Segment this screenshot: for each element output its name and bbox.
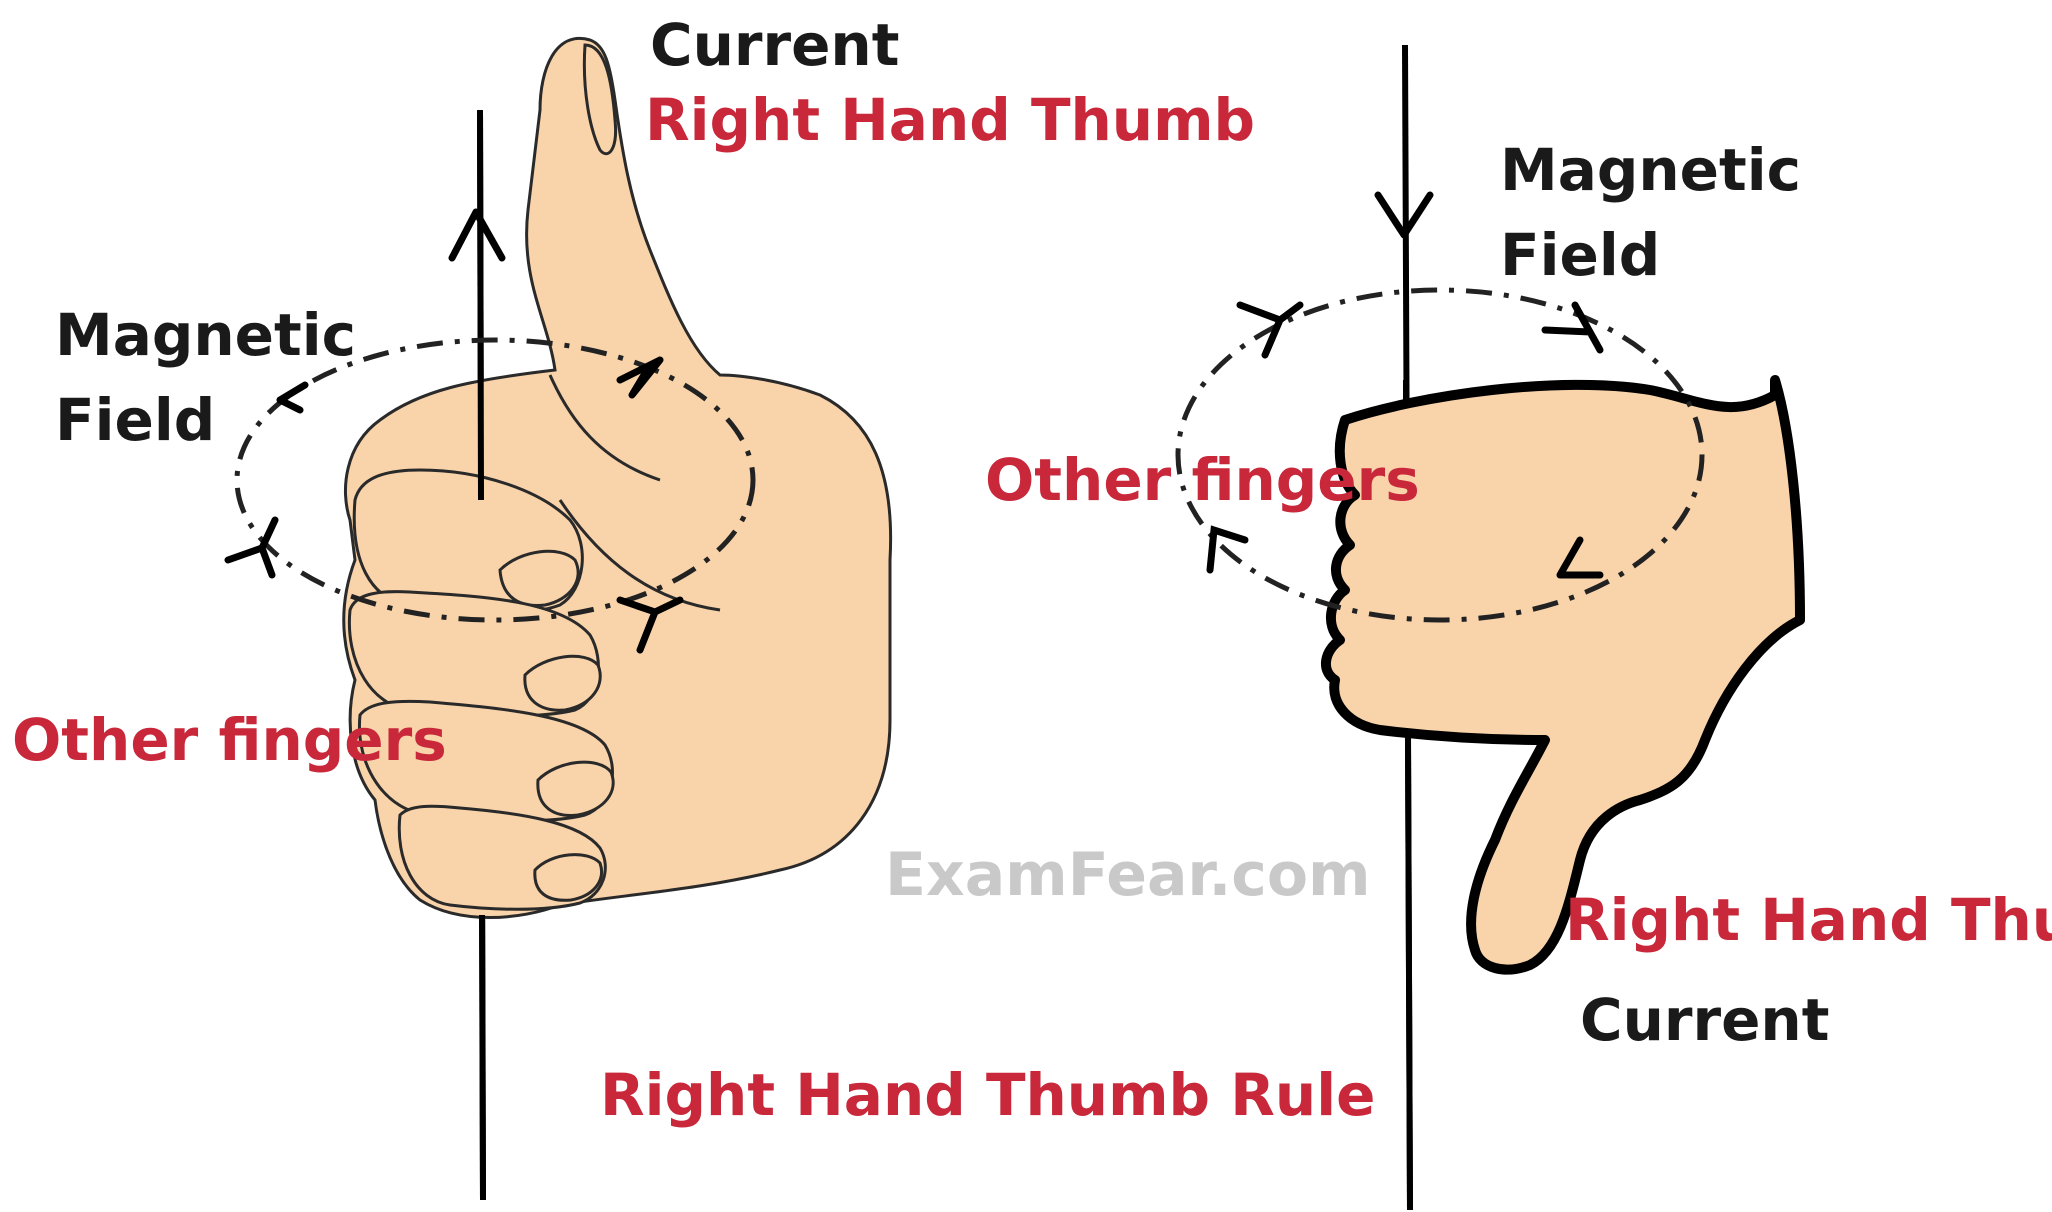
right-current-label: Current xyxy=(1580,986,1829,1054)
right-figure: Magnetic Field Other fingers Right Hand … xyxy=(985,45,2052,1210)
left-hand xyxy=(344,38,891,917)
left-fingernail-1 xyxy=(500,551,578,605)
right-field-label-line1: Magnetic xyxy=(1500,136,1801,204)
left-thumb-label: Right Hand Thumb xyxy=(645,86,1255,154)
left-fingers-label: Other fingers xyxy=(12,706,447,774)
left-wire-bottom xyxy=(482,915,483,1200)
right-field-label-line2: Field xyxy=(1500,221,1660,289)
left-field-label-line1: Magnetic xyxy=(55,301,356,369)
left-current-arrow xyxy=(452,212,502,258)
right-fingers-label: Other fingers xyxy=(985,446,1420,514)
left-field-label-line2: Field xyxy=(55,386,215,454)
diagram-title: Right Hand Thumb Rule xyxy=(600,1061,1375,1129)
right-wire-bottom xyxy=(1408,735,1410,1210)
right-thumb-label: Right Hand Thumb xyxy=(1565,886,2052,954)
left-wire-front xyxy=(480,110,481,500)
left-field-arrow-1 xyxy=(280,385,305,410)
watermark: ExamFear.com xyxy=(885,840,1371,910)
left-current-label: Current xyxy=(650,11,899,79)
left-figure: Current Right Hand Thumb Magnetic Field … xyxy=(12,11,1255,1200)
right-field-arrow-2 xyxy=(1545,305,1600,350)
